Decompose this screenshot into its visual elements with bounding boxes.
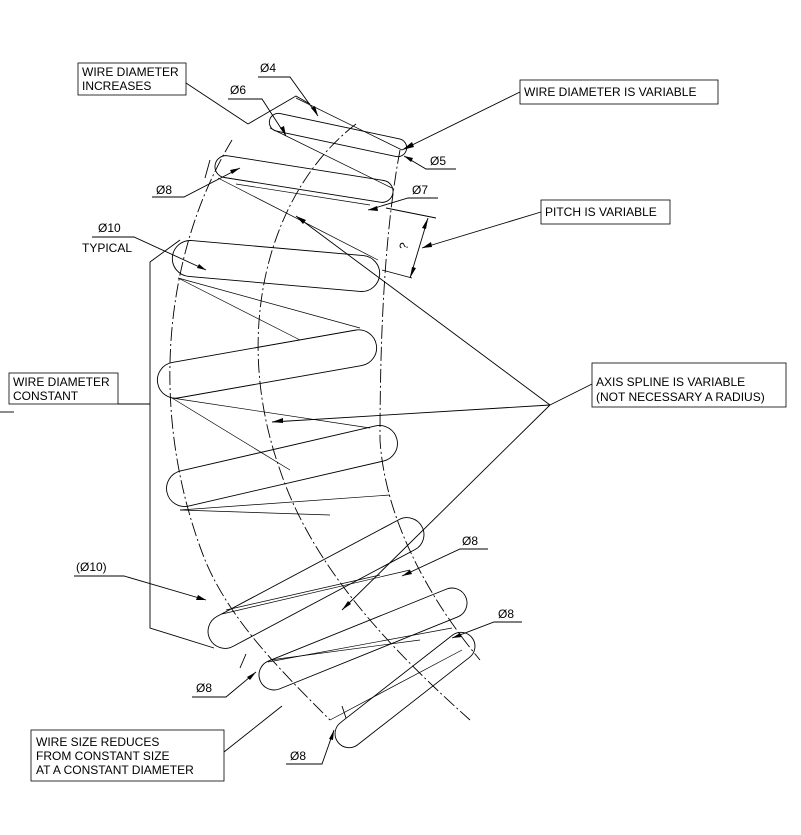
dimension-d10-typical: Ø10 TYPICAL	[82, 221, 207, 271]
coil-wire-turns	[156, 112, 476, 749]
note-reduces-line-1: WIRE SIZE REDUCES	[36, 735, 159, 749]
note-line-2: INCREASES	[82, 79, 151, 93]
outer-envelope-left	[169, 139, 331, 721]
note-wire-diameter-increases: WIRE DIAMETER INCREASES	[77, 62, 311, 179]
dim-d8-bottom-2-label: Ø8	[290, 749, 306, 763]
note-pitch-text: PITCH IS VARIABLE	[545, 205, 657, 219]
coil-turn-1	[268, 112, 408, 158]
dim-d7-label: Ø7	[412, 183, 428, 197]
dimension-d5: Ø5	[403, 154, 456, 170]
dim-d4-label: Ø4	[260, 61, 276, 75]
dim-d10-ref-label: (Ø10)	[76, 560, 107, 574]
dim-d8-right-1-label: Ø8	[462, 534, 478, 548]
note-pitch-variable: PITCH IS VARIABLE	[421, 199, 671, 249]
dimension-d4: Ø4	[258, 61, 319, 117]
dim-d8-bottom-1-label: Ø8	[196, 681, 212, 695]
outer-envelope-right	[379, 149, 481, 661]
dimension-d8-top: Ø8	[152, 167, 241, 198]
coil-turn-6	[207, 517, 425, 649]
note-axis-line-1: AXIS SPLINE IS VARIABLE	[596, 375, 745, 389]
dim-d10-label: Ø10	[98, 221, 121, 235]
note-constant-line-1: WIRE DIAMETER	[13, 375, 110, 389]
coil-turn-2	[214, 155, 394, 203]
pitch-dimension: ?	[381, 207, 437, 279]
note-wire-diameter-constant: WIRE DIAMETER CONSTANT	[0, 239, 215, 649]
coil-connecting-lines	[171, 97, 463, 721]
coil-turn-7	[258, 587, 468, 691]
dim-d8-top-label: Ø8	[156, 183, 172, 197]
coil-turn-5	[166, 425, 398, 507]
note-axis-line-2: (NOT NECESSARY A RADIUS)	[596, 390, 765, 404]
dim-d5-label: Ø5	[430, 154, 446, 168]
note-reduces-line-3: AT A CONSTANT DIAMETER	[36, 763, 194, 777]
note-wire-size-reduces: WIRE SIZE REDUCES FROM CONSTANT SIZE AT …	[30, 705, 283, 782]
coil-turn-4	[156, 329, 378, 399]
pitch-symbol: ?	[396, 241, 411, 251]
note-wire-diameter-variable: WIRE DIAMETER IS VARIABLE	[401, 79, 719, 151]
dimension-d8-right-1: Ø8	[401, 534, 488, 577]
dimension-d8-bottom-2: Ø8	[286, 705, 347, 765]
note-variable-text: WIRE DIAMETER IS VARIABLE	[524, 85, 696, 99]
dim-d8-right-2-label: Ø8	[498, 607, 514, 621]
note-line-1: WIRE DIAMETER	[82, 65, 179, 79]
dimension-d7: Ø7	[367, 183, 438, 211]
axis-spline-centerline	[257, 123, 471, 721]
note-axis-spline: AXIS SPLINE IS VARIABLE (NOT NECESSARY A…	[271, 215, 787, 611]
dim-typical-label: TYPICAL	[82, 241, 132, 255]
coil-turn-8	[334, 631, 476, 749]
coil-turn-3	[171, 240, 381, 292]
note-reduces-line-2: FROM CONSTANT SIZE	[36, 749, 170, 763]
dimension-d8-right-2: Ø8	[451, 607, 522, 639]
dim-d6-label: Ø6	[230, 83, 246, 97]
dimension-d8-bottom-1: Ø8	[192, 653, 257, 698]
dimension-d10-reference: (Ø10)	[74, 560, 207, 601]
note-constant-line-2: CONSTANT	[13, 389, 79, 403]
dimension-d6: Ø6	[228, 83, 287, 137]
